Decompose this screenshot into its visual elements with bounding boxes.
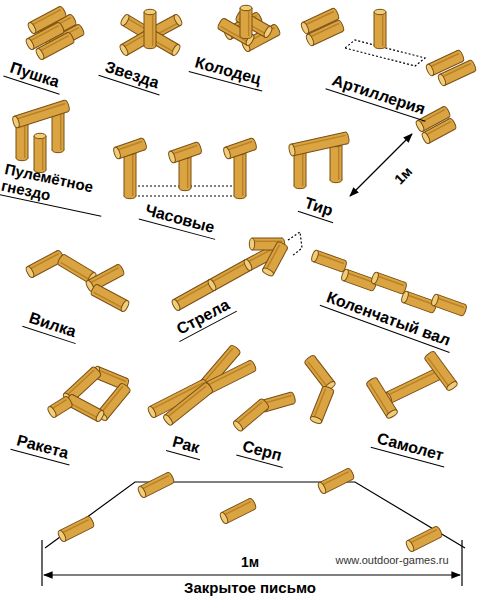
log (421, 117, 457, 144)
log (57, 515, 95, 542)
log (240, 5, 252, 38)
figure-name: Тир (297, 193, 338, 223)
log (162, 382, 214, 427)
guide-line (41, 540, 42, 586)
logs (12, 5, 477, 586)
figure-name: Артиллерия (325, 70, 431, 121)
log (112, 137, 147, 159)
log (25, 21, 65, 50)
log (90, 283, 130, 312)
figure-name: Самолет (371, 429, 450, 468)
figure-name: Вилка (22, 308, 82, 344)
log (405, 525, 443, 552)
figure-name: Ракета (10, 431, 74, 466)
dotted-guide (130, 195, 240, 196)
figure-name: Звезда (99, 57, 166, 95)
guide-line (45, 482, 465, 548)
log (219, 497, 257, 524)
figure-name: Пушка (3, 58, 65, 95)
log (437, 59, 477, 86)
dimension-label: 1м (389, 161, 419, 191)
log (309, 385, 334, 424)
figure-name: Серп (236, 436, 287, 467)
dimension-label: 1м (237, 555, 263, 571)
guide-line (461, 540, 462, 586)
log (137, 471, 175, 498)
figure-name: Стрела (171, 294, 238, 342)
figure-name: Рак (166, 432, 205, 460)
figure-name: Закрытое письмо (180, 580, 320, 598)
log (288, 132, 350, 157)
guide-line (44, 574, 460, 575)
log (207, 258, 254, 291)
log (310, 249, 347, 272)
log (317, 467, 355, 494)
log (12, 99, 71, 128)
log (261, 241, 288, 277)
watermark-url: www.outdoor-games.ru (331, 554, 452, 567)
log (65, 393, 105, 422)
log (370, 271, 407, 294)
figure-name: Колодец (189, 53, 267, 91)
log (430, 293, 467, 316)
log (424, 350, 459, 391)
figure-name: Пулемётное гнездо (0, 160, 108, 217)
figure-name: Коленчатый вал (320, 287, 457, 353)
log (222, 137, 257, 159)
log (304, 354, 337, 392)
log (167, 141, 202, 163)
log (203, 359, 257, 394)
log (96, 382, 132, 422)
log (365, 377, 398, 420)
dotted-guide (288, 232, 302, 256)
log (232, 398, 270, 433)
log (47, 395, 74, 418)
log (305, 19, 345, 46)
log (374, 9, 386, 48)
figure-name: Часовые (139, 200, 221, 239)
log (144, 9, 156, 48)
